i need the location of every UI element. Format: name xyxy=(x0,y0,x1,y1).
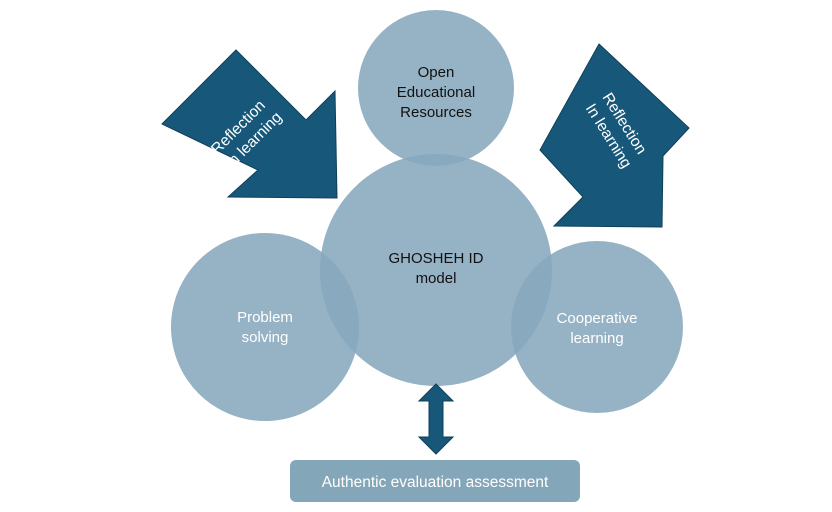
center-label-line1: GHOSHEH ID xyxy=(388,250,483,267)
right-reflection-arrow: Reflection In learning xyxy=(539,43,690,228)
cooperative-label-line2: learning xyxy=(570,330,623,347)
cooperative-learning-circle xyxy=(511,241,683,413)
oer-label-line3: Resources xyxy=(400,104,472,121)
left-reflection-arrow: Reflection in learning xyxy=(161,49,338,199)
problem-solving-label-line1: Problem xyxy=(237,309,293,326)
problem-solving-circle xyxy=(171,233,359,421)
cooperative-label-line1: Cooperative xyxy=(557,310,638,327)
double-arrow-icon xyxy=(417,383,455,455)
center-label-line2: model xyxy=(416,270,457,287)
open-educational-resources-circle xyxy=(358,10,514,166)
problem-solving-label-line2: solving xyxy=(242,329,289,346)
oer-label-line2: Educational xyxy=(397,84,475,101)
ghosheh-model-circle xyxy=(320,154,552,386)
authentic-evaluation-box: Authentic evaluation assessment xyxy=(290,460,580,502)
authentic-evaluation-label: Authentic evaluation assessment xyxy=(322,474,549,491)
oer-label-line1: Open xyxy=(418,64,455,81)
